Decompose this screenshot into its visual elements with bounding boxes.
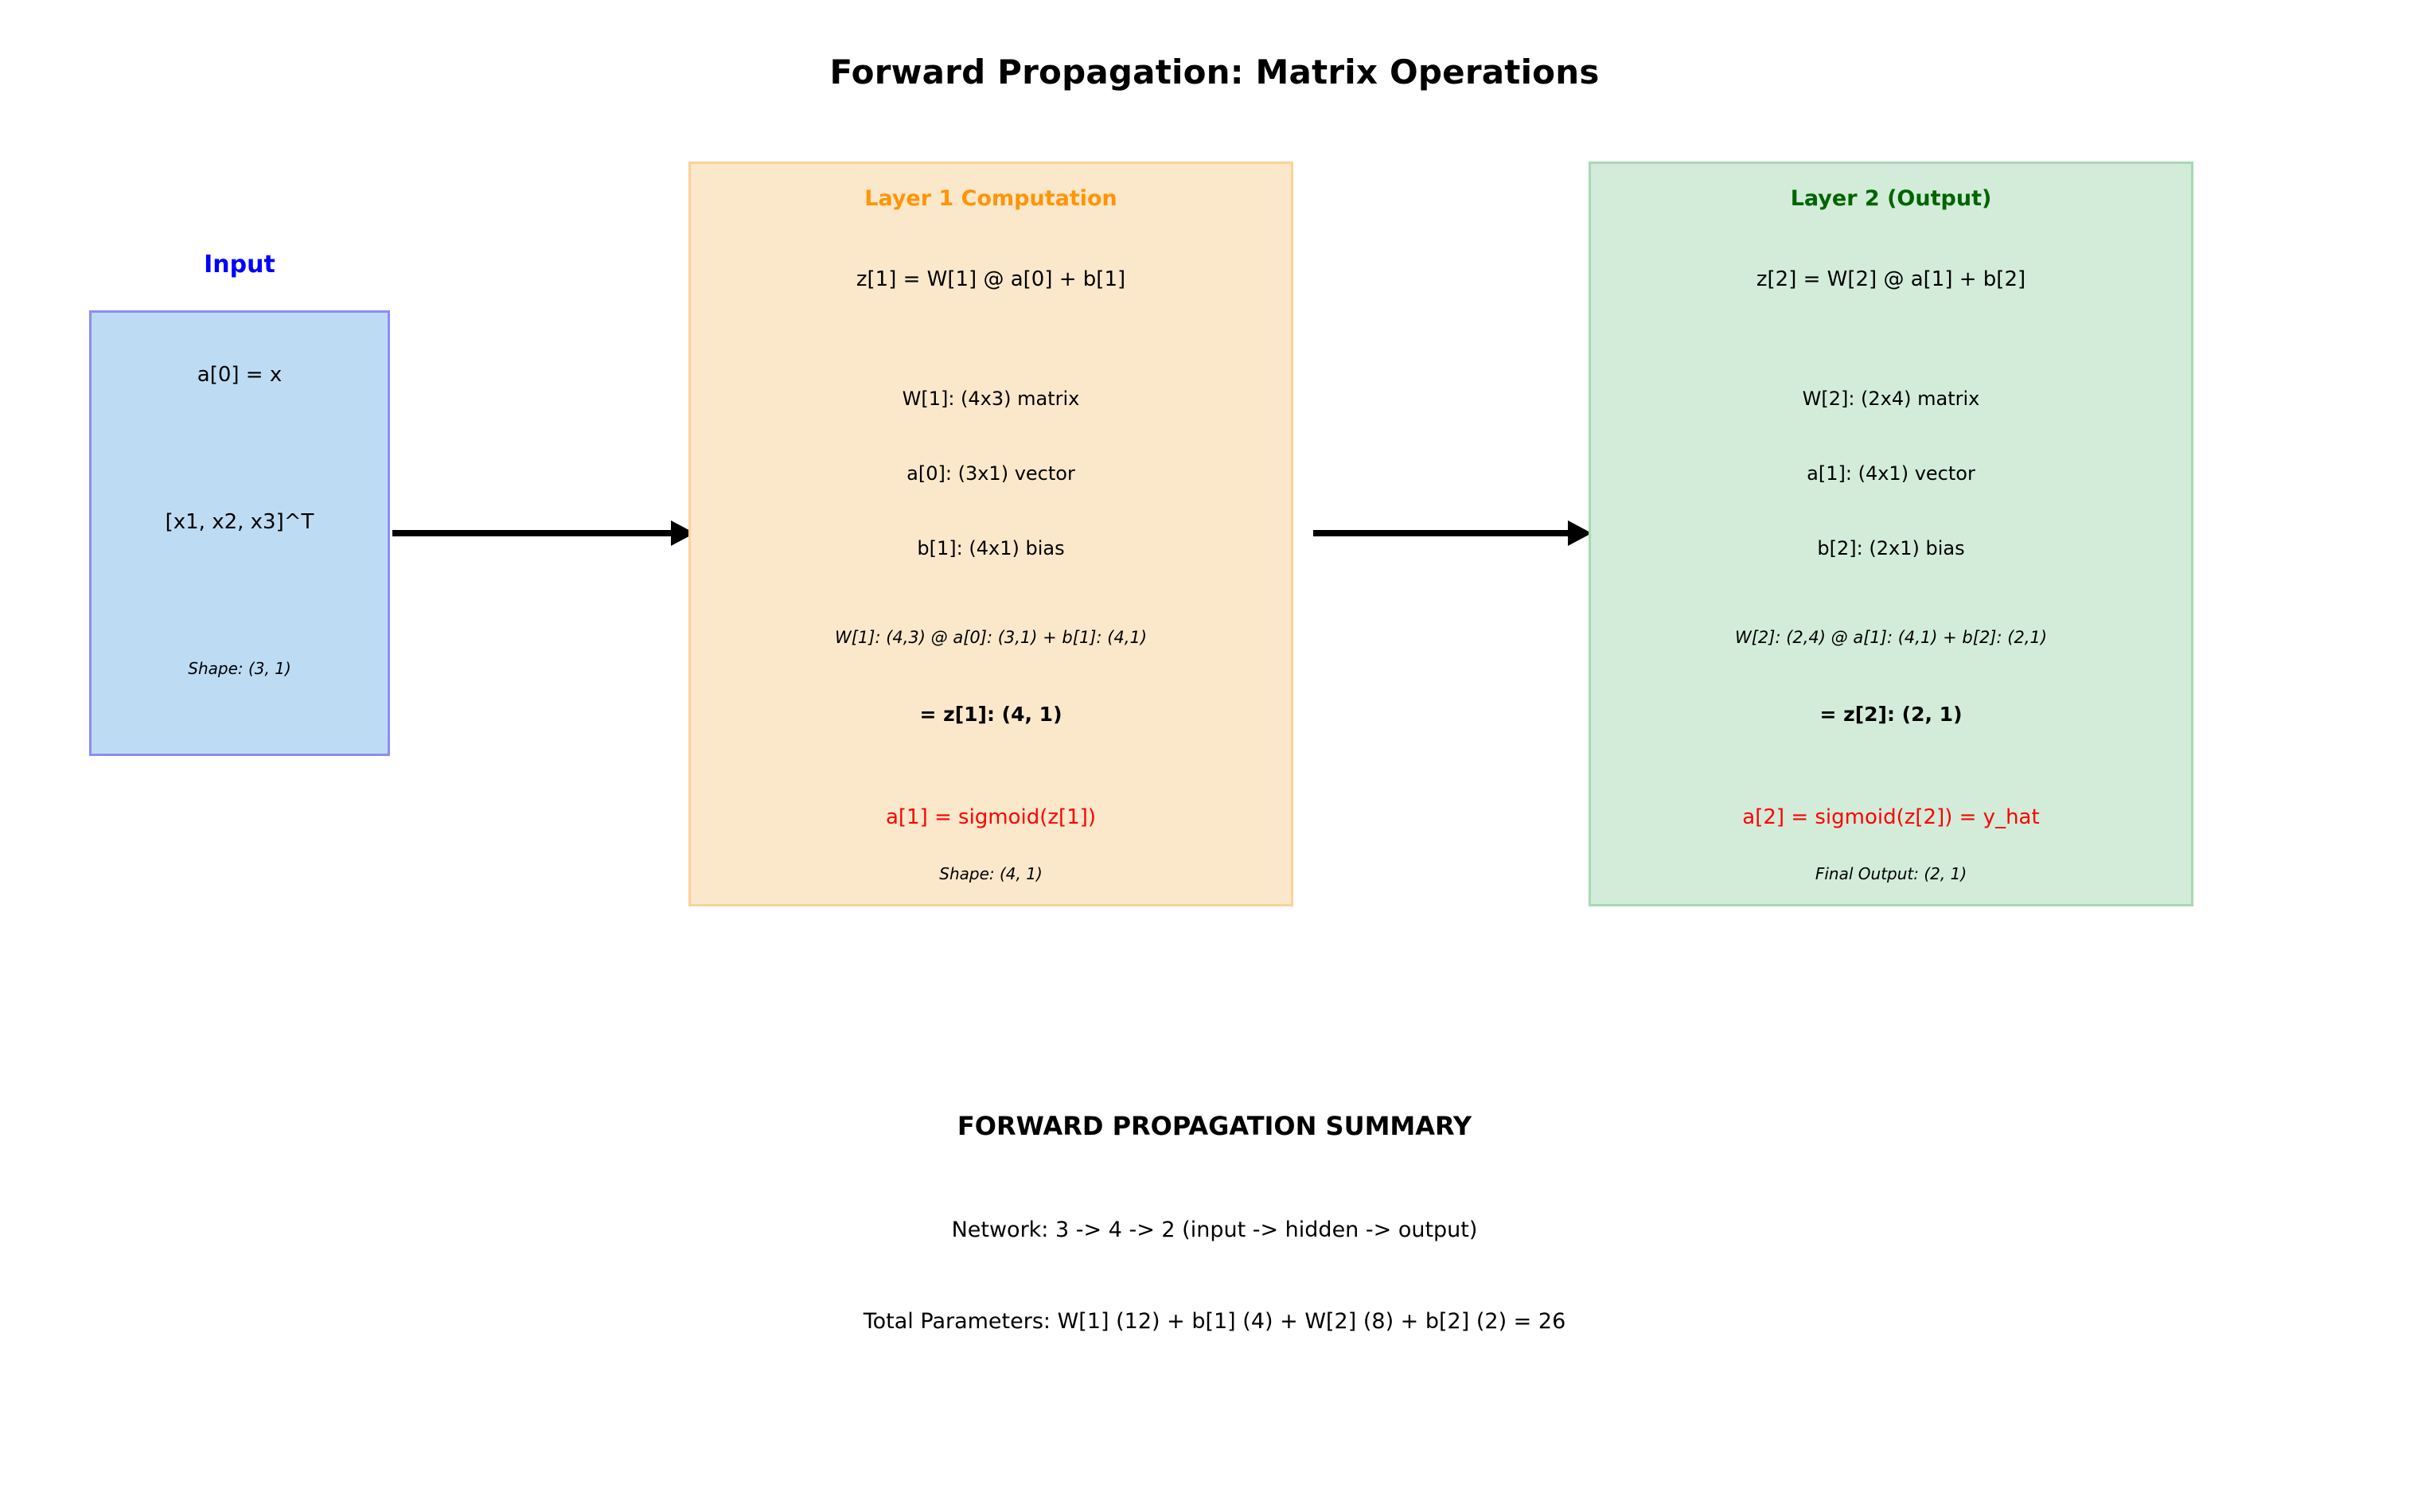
input-column-label: Input xyxy=(204,251,275,279)
layer1-dimension-math: W[1]: (4,3) @ a[0]: (3,1) + b[1]: (4,1) xyxy=(834,628,1148,647)
layer1-panel: Layer 1 Computation z[1] = W[1] @ a[0] +… xyxy=(688,162,1293,906)
input-shape-text: Shape: (3, 1) xyxy=(188,659,291,678)
layer1-bias-shape: b[1]: (4x1) bias xyxy=(917,537,1065,559)
layer2-panel: Layer 2 (Output) z[2] = W[2] @ a[1] + b[… xyxy=(1589,162,2193,906)
layer2-bias-shape: b[2]: (2x1) bias xyxy=(1817,537,1965,559)
arrow-line xyxy=(392,530,673,536)
layer2-dimension-math: W[2]: (2,4) @ a[1]: (4,1) + b[2]: (2,1) xyxy=(1734,628,2048,647)
layer2-result-shape: = z[2]: (2, 1) xyxy=(1819,703,1963,726)
layer2-weight-shape: W[2]: (2x4) matrix xyxy=(1802,388,1980,410)
input-vector-text: [x1, x2, x3]^T xyxy=(165,510,314,534)
summary-title: FORWARD PROPAGATION SUMMARY xyxy=(957,1111,1472,1141)
layer2-sigmoid-activation: a[2] = sigmoid(z[2]) = y_hat xyxy=(1742,805,2040,829)
layer1-input-shape: a[0]: (3x1) vector xyxy=(906,462,1075,485)
summary-network-line: Network: 3 -> 4 -> 2 (input -> hidden ->… xyxy=(951,1218,1478,1242)
arrow-line xyxy=(1313,530,1569,536)
layer2-output-shape: Final Output: (2, 1) xyxy=(1815,864,1967,883)
layer2-input-shape: a[1]: (4x1) vector xyxy=(1807,462,1975,485)
page-title: Forward Propagation: Matrix Operations xyxy=(829,53,1600,92)
layer1-equation: z[1] = W[1] @ a[0] + b[1] xyxy=(856,267,1126,291)
layer1-title: Layer 1 Computation xyxy=(864,186,1117,211)
layer1-weight-shape: W[1]: (4x3) matrix xyxy=(902,388,1080,410)
arrow-head-icon xyxy=(1568,520,1592,546)
arrow-input-to-layer1 xyxy=(392,517,695,549)
input-panel: a[0] = x [x1, x2, x3]^T Shape: (3, 1) xyxy=(89,310,390,756)
input-activation-text: a[0] = x xyxy=(197,363,283,387)
layer2-equation: z[2] = W[2] @ a[1] + b[2] xyxy=(1756,267,2026,291)
layer2-title: Layer 2 (Output) xyxy=(1790,186,1992,211)
layer1-sigmoid-activation: a[1] = sigmoid(z[1]) xyxy=(885,805,1097,829)
layer1-result-shape: = z[1]: (4, 1) xyxy=(919,703,1062,726)
summary-parameters-line: Total Parameters: W[1] (12) + b[1] (4) +… xyxy=(863,1309,1566,1334)
arrow-layer1-to-layer2 xyxy=(1313,517,1592,549)
layer1-output-shape: Shape: (4, 1) xyxy=(939,864,1043,883)
